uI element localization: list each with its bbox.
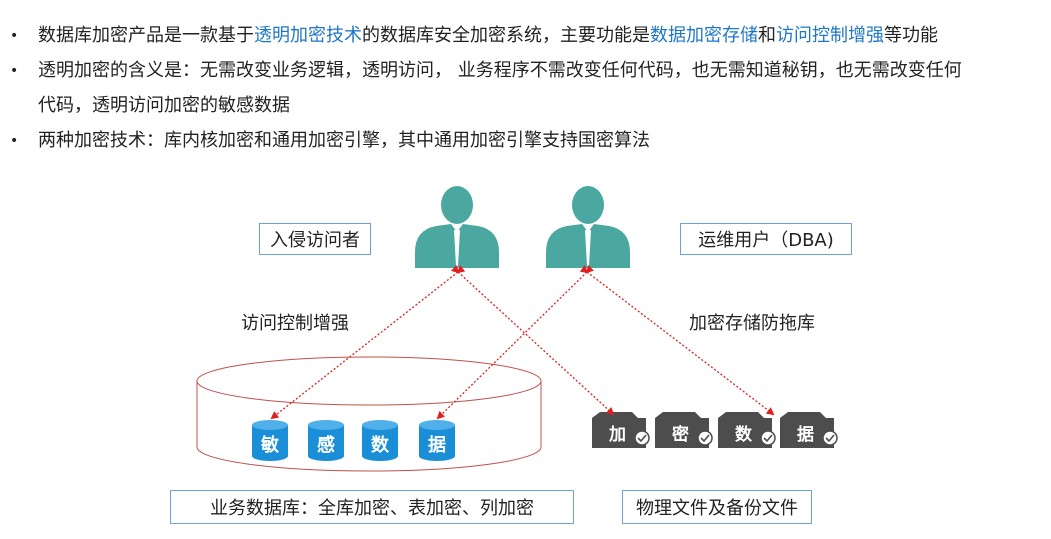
bullet-1-text-b: 的数据库安全加密系统，主要功能是	[362, 25, 650, 46]
data-cylinder-icon	[308, 420, 344, 461]
access-arrows	[270, 264, 775, 420]
file-icons	[592, 412, 838, 448]
bullet-3-text: 两种加密技术：库内核加密和通用加密引擎，其中通用加密引擎支持国密算法	[38, 130, 650, 151]
files-label: 物理文件及备份文件	[636, 498, 798, 519]
data-cylinder-icon	[419, 420, 455, 461]
files-label-box: 物理文件及备份文件	[622, 490, 812, 524]
db-data-cylinders	[252, 420, 455, 461]
arrow-intruder-to-db	[270, 265, 466, 420]
bullet-1-text-d: 等功能	[884, 25, 938, 46]
arrow-dba-to-files	[579, 265, 775, 416]
dba-label-box: 运维用户（DBA)	[680, 223, 852, 255]
db-char-2: 感	[317, 435, 335, 456]
data-cylinder-icon	[362, 420, 398, 461]
bullet-dot: •	[10, 133, 19, 149]
db-char-1: 敏	[261, 435, 279, 456]
dba-person-icon	[546, 186, 630, 268]
file-char-1: 加	[609, 425, 626, 445]
file-char-2: 密	[672, 425, 689, 445]
highlight-access-control: 访问控制增强	[776, 25, 884, 46]
file-char-4: 据	[797, 425, 814, 445]
bullet-dot: •	[10, 28, 19, 44]
folder-icon	[655, 412, 713, 448]
folder-icon	[718, 412, 776, 448]
folder-icon	[592, 412, 650, 448]
access-control-label: 访问控制增强	[241, 313, 349, 334]
bullet-dot: •	[10, 63, 19, 79]
folder-icon	[780, 412, 838, 448]
intruder-label-box: 入侵访问者	[259, 223, 371, 255]
intruder-label: 入侵访问者	[270, 230, 360, 251]
db-char-3: 数	[371, 435, 389, 456]
bullet-1-text-c: 和	[758, 25, 776, 46]
db-char-4: 据	[428, 435, 446, 456]
bullet-1-text-a: 数据库加密产品是一款基于	[38, 25, 254, 46]
db-label: 业务数据库：全库加密、表加密、列加密	[210, 498, 534, 519]
arrow-dba-to-db	[436, 264, 595, 420]
encrypt-storage-label: 加密存储防拖库	[689, 313, 815, 334]
db-label-box: 业务数据库：全库加密、表加密、列加密	[170, 490, 574, 524]
bullet-2-line-1: 透明加密的含义是：无需改变业务逻辑，透明访问， 业务程序不需改变任何代码，也无需…	[38, 60, 962, 81]
bullet-2-line-2: 代码，透明访问加密的敏感数据	[38, 95, 290, 116]
intruder-person-icon	[415, 186, 499, 268]
data-cylinder-icon	[252, 420, 288, 461]
dba-label: 运维用户（DBA)	[698, 230, 834, 251]
highlight-data-encryption-storage: 数据加密存储	[650, 25, 758, 46]
file-char-3: 数	[735, 425, 752, 445]
highlight-transparent-encryption: 透明加密技术	[254, 25, 362, 46]
